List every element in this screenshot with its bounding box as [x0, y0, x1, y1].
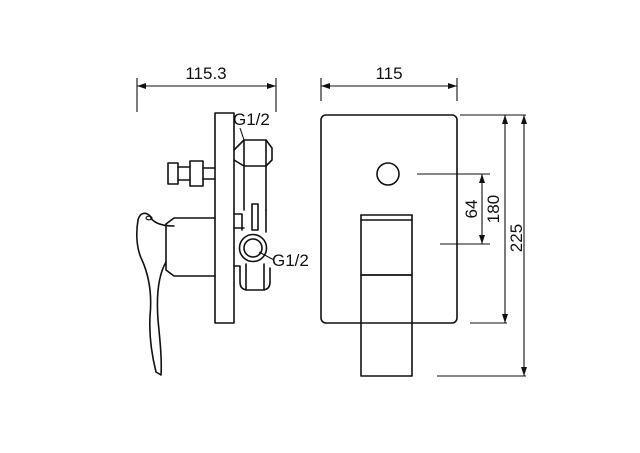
dimension-label-225: 225	[507, 224, 526, 252]
thread-top-leader	[239, 127, 245, 141]
side-view: 115.3	[136, 64, 309, 376]
diverter-knob	[376, 162, 400, 186]
dimension-115: 115	[320, 64, 458, 101]
outlet-port-inner	[243, 238, 263, 258]
dimension-label-115: 115	[375, 64, 402, 83]
front-view: 115 64 180	[320, 64, 527, 377]
mounting-plate	[214, 112, 235, 324]
outlet-port	[238, 233, 268, 263]
dimension-label-115-3: 115.3	[185, 64, 226, 83]
dimension-180: 180	[484, 115, 508, 323]
thread-bottom-leader	[258, 251, 275, 261]
inlet-stem	[167, 160, 216, 187]
dimension-115-3: 115.3	[136, 64, 277, 112]
lever-front	[360, 214, 413, 377]
cover-plate	[320, 114, 458, 324]
dimension-label-64: 64	[462, 200, 481, 219]
dimension-225: 225	[507, 115, 527, 376]
thread-bottom-label: G1/2	[272, 251, 309, 270]
valve-body	[233, 139, 273, 291]
dimension-64: 64	[462, 174, 485, 244]
dimension-label-180: 180	[484, 195, 503, 223]
thread-top-label: G1/2	[233, 110, 270, 129]
lever-handle	[136, 212, 216, 376]
